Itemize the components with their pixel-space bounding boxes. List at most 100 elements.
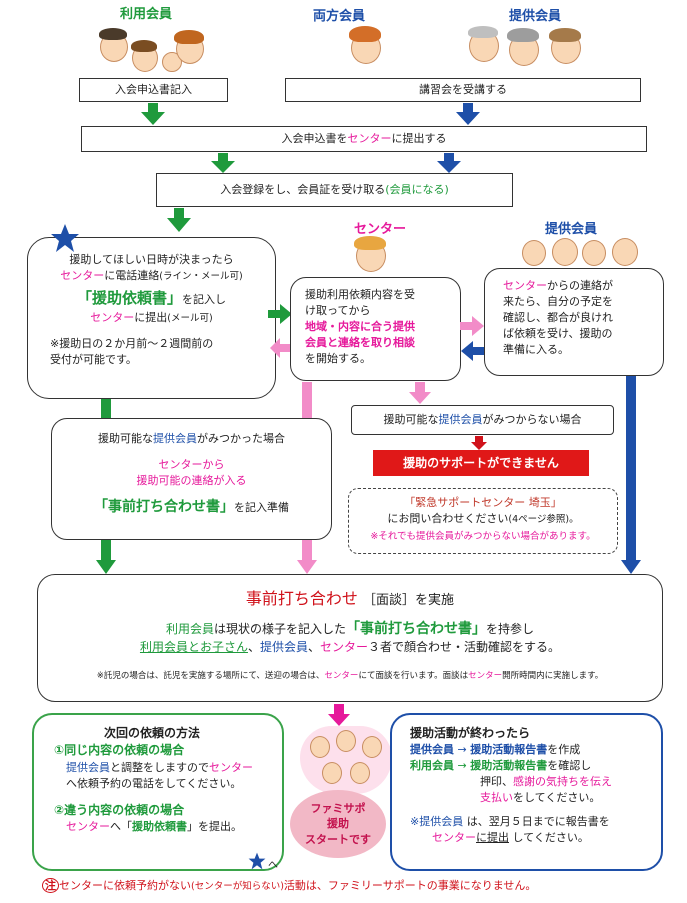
meeting-l1-a: 利用会員 bbox=[165, 622, 214, 636]
label-provider-member-2: 提供会員 bbox=[545, 222, 598, 237]
after-r3-b: 感謝の気持ちを伝え bbox=[513, 775, 612, 789]
center-line-2: け取ってから bbox=[305, 303, 371, 317]
after-n2-a: センター bbox=[432, 831, 476, 845]
after-n2-b: に提出 bbox=[476, 831, 509, 845]
arrow-pink-down-notfound bbox=[409, 382, 431, 404]
next-s1-c: センター bbox=[209, 760, 253, 774]
submit-text-center: センター bbox=[347, 132, 392, 145]
meeting-l1-d: を持参し bbox=[486, 622, 535, 636]
emergency-line-1: 「緊急サポートセンター 埼玉」 bbox=[404, 496, 562, 509]
footer-c: (センターが知らない) bbox=[191, 881, 284, 892]
after-r4-a: 支払い bbox=[480, 791, 513, 805]
submit-application-box: 入会申込書をセンターに提出する bbox=[81, 126, 647, 152]
meeting-l1-c: 「事前打ち合わせ書」 bbox=[346, 621, 486, 637]
request-box: 援助してほしい日時が決まったら センターに電話連絡(ライン・メール可) 「援助依… bbox=[27, 237, 276, 399]
request-form-name: 「援助依頼書」 bbox=[76, 288, 182, 307]
provider-line-4: ば依頼を受け、援助の bbox=[503, 326, 613, 340]
arrow-green-right bbox=[268, 304, 292, 324]
star-small-icon bbox=[248, 852, 266, 870]
center-line-3: 地域・内容に合う提供 bbox=[305, 319, 415, 333]
meeting-l2-e: センター bbox=[320, 640, 369, 655]
next-s2-d: 」を提出。 bbox=[187, 820, 242, 834]
arrow-red-down bbox=[471, 436, 487, 450]
next-s2-b: へ「 bbox=[110, 820, 132, 834]
meeting-title: 事前打ち合わせ bbox=[245, 589, 358, 608]
provider-line-5: 準備に入る。 bbox=[503, 342, 569, 356]
footer-mark: 注 bbox=[42, 878, 59, 893]
after-r2-b: → bbox=[457, 759, 467, 773]
after-r1-b: → bbox=[457, 743, 467, 757]
meeting-l2-c: 提供会員 bbox=[259, 640, 308, 655]
label-provider-member: 提供会員 bbox=[509, 9, 562, 24]
footer-note: 注センターに依頼予約がない(センターが知らない)活動は、ファミリーサポートの事業… bbox=[42, 878, 672, 894]
request-line-2: センターに電話連絡(ライン・メール可) bbox=[28, 268, 275, 284]
meeting-note-e: 開所時間内に実施します。 bbox=[502, 670, 604, 681]
request-line-2-center: センター bbox=[60, 268, 105, 282]
found-line-1-c: がみつかった場合 bbox=[197, 432, 285, 445]
footer-a: センター bbox=[59, 879, 103, 892]
meeting-l1-b: は現状の様子を記入した bbox=[213, 622, 346, 636]
arrow-green-3 bbox=[167, 208, 191, 232]
meeting-note-a: ※託児の場合は、託児を実施する場所にて、送迎の場合は、 bbox=[96, 670, 325, 681]
emergency-box: 「緊急サポートセンター 埼玉」 にお問い合わせください(4ページ参照)。 ※それ… bbox=[348, 488, 618, 554]
take-course-text: 講習会を受講する bbox=[419, 83, 507, 96]
register-box: 入会登録をし、会員証を受け取る(会員になる) bbox=[156, 173, 513, 207]
next-s1-title: ①同じ内容の依頼の場合 bbox=[54, 743, 185, 758]
provider-response-box: センターからの連絡が 来たら、自分の予定を 確認し、都合が良けれ ば依頼を受け、… bbox=[484, 268, 664, 376]
request-note-2: 受付が可能です。 bbox=[50, 352, 137, 366]
not-found-c: がみつからない場合 bbox=[482, 413, 582, 426]
apply-form-box: 入会申込書記入 bbox=[79, 78, 228, 102]
child-illustration bbox=[345, 22, 385, 78]
arrow-green-2 bbox=[211, 153, 235, 173]
label-center: センター bbox=[354, 222, 407, 237]
meeting-title-c: を実施 bbox=[415, 593, 455, 608]
after-n2-c: してください。 bbox=[509, 831, 589, 845]
next-s1-a: 提供会員 bbox=[66, 760, 110, 774]
green-vertical-line bbox=[101, 399, 111, 419]
request-line-4-c: (メール可) bbox=[167, 312, 213, 324]
provider-line-1-center: センター bbox=[503, 279, 547, 292]
after-r3-a: 押印、 bbox=[480, 775, 513, 789]
meeting-note-c: にて面談を行います。面談は bbox=[358, 670, 469, 681]
after-r2-d: を確認し bbox=[547, 759, 592, 773]
green-vertical-line-2 bbox=[101, 540, 111, 562]
blue-vertical-line bbox=[626, 376, 636, 560]
after-r1-d: を作成 bbox=[547, 743, 581, 757]
meeting-l2-a: 利用会員とお子さん bbox=[139, 640, 248, 655]
provider-found-box: 援助可能な提供会員がみつかった場合 センターから 援助可能の連絡が入る 「事前打… bbox=[51, 418, 332, 540]
provider-group-illustration bbox=[520, 234, 640, 270]
request-line-4: センターに提出(メール可) bbox=[28, 310, 275, 326]
center-line-4: 会員と連絡を取り相談 bbox=[305, 335, 415, 349]
found-line-1-a: 援助可能な bbox=[98, 432, 153, 445]
request-line-1: 援助してほしい日時が決まったら bbox=[69, 253, 234, 266]
take-course-box: 講習会を受講する bbox=[285, 78, 641, 102]
after-r2-c: 援助活動報告書 bbox=[470, 759, 548, 773]
arrow-blue-1 bbox=[456, 103, 480, 125]
next-title: 次回の依頼の方法 bbox=[104, 726, 201, 740]
found-form-name: 「事前打ち合わせ書」 bbox=[94, 498, 234, 515]
start-badge: ファミサポ 援助 スタートです bbox=[290, 790, 386, 858]
arrow-blue-2 bbox=[437, 153, 461, 173]
arrow-magenta-down bbox=[328, 704, 350, 726]
arrow-green-down-meeting bbox=[96, 560, 116, 574]
provider-line-2: 来たら、自分の予定を bbox=[503, 294, 613, 308]
meeting-box: 事前打ち合わせ ［面談］を実施 利用会員は現状の様子を記入した「事前打ち合わせ書… bbox=[37, 574, 663, 702]
not-found-b: 提供会員 bbox=[438, 413, 483, 426]
provider-line-3: 確認し、都合が良けれ bbox=[503, 310, 613, 324]
provider-line-1-b: からの連絡が bbox=[547, 279, 613, 292]
request-line-4-center: センター bbox=[90, 310, 135, 324]
center-line-5: を開始する。 bbox=[305, 351, 371, 365]
request-line-4-b: に提出 bbox=[134, 310, 168, 324]
meeting-l2-f: ３者で顔合わせ・活動確認をする。 bbox=[368, 640, 561, 655]
emergency-line-2: にお問い合わせください bbox=[387, 511, 509, 525]
no-support-banner: 援助のサポートができません bbox=[373, 450, 589, 476]
arrow-blue-left bbox=[461, 341, 485, 361]
family-illustration bbox=[96, 22, 206, 82]
register-text: 入会登録をし、会員証を受け取る bbox=[220, 183, 386, 196]
after-n1-b: は、翌月５日までに報告書を bbox=[463, 815, 610, 829]
next-s2-c: 援助依頼書 bbox=[132, 820, 187, 834]
arrow-pink-down-meeting bbox=[297, 560, 317, 574]
after-title: 援助活動が終わったら bbox=[410, 726, 531, 740]
meeting-l2-d: 、 bbox=[308, 640, 321, 655]
badge-line-3: スタートです bbox=[305, 832, 371, 846]
